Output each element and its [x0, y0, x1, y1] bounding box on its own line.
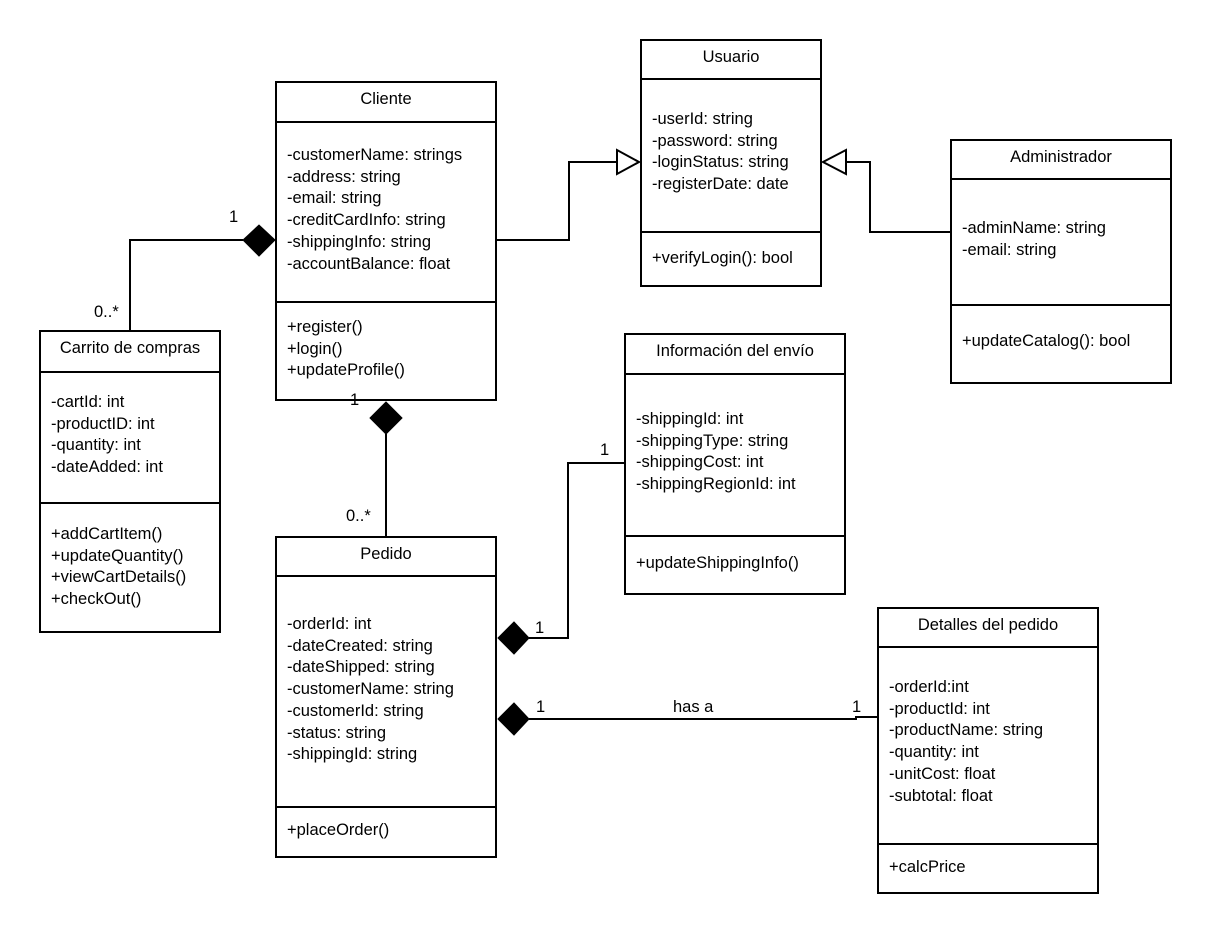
operation: +checkOut() — [51, 590, 142, 609]
operation: +login() — [287, 339, 343, 358]
operation: +addCartItem() — [51, 525, 163, 543]
class-carrito-de-compras: Carrito de compras -cartId: int -product… — [39, 330, 221, 633]
composition-diamond-cliente-pedido — [369, 401, 403, 435]
attribute: -address: string — [287, 167, 401, 186]
attribute: -shippingType: string — [636, 431, 789, 450]
attribute: -dateAdded: int — [51, 458, 163, 477]
attribute: -dateCreated: string — [287, 636, 433, 655]
generalization-line-admin — [846, 161, 950, 233]
attribute: -shippingId: int — [636, 410, 744, 428]
attributes-compartment: -adminName: string -email: string — [952, 180, 1170, 306]
attribute: -productId: int — [889, 699, 990, 718]
class-name: Información del envío — [626, 335, 844, 375]
attributes-compartment: -userId: string -password: string -login… — [642, 80, 820, 233]
attribute: -accountBalance: float — [287, 254, 451, 273]
operation: +placeOrder() — [287, 821, 390, 839]
attribute: -quantity: int — [51, 436, 141, 455]
attribute: -orderId: int — [287, 615, 372, 633]
class-name: Carrito de compras — [41, 332, 219, 373]
operations-compartment: +verifyLogin(): bool — [642, 233, 820, 285]
attribute: -creditCardInfo: string — [287, 211, 446, 230]
class-name: Pedido — [277, 538, 495, 577]
association-label-has-a: has a — [673, 698, 714, 716]
attribute: -shippingId: string — [287, 745, 418, 764]
operation: +viewCartDetails() — [51, 568, 187, 587]
multiplicity-cliente-pedido-part: 0..* — [346, 507, 371, 525]
multiplicity-pedido-detalles-part: 1 — [852, 698, 862, 716]
class-detalles-del-pedido: Detalles del pedido -orderId:int -produc… — [877, 607, 1099, 894]
attribute: -shippingInfo: string — [287, 232, 431, 251]
composition-line-cliente-carrito — [129, 239, 243, 330]
class-pedido: Pedido -orderId: int -dateCreated: strin… — [275, 536, 497, 858]
operation: +updateShippingInfo() — [636, 554, 799, 572]
attribute: -adminName: string — [962, 219, 1106, 237]
operation: +updateQuantity() — [51, 546, 184, 565]
multiplicity-pedido-envio-part: 1 — [600, 441, 610, 459]
attributes-compartment: -customerName: strings -address: string … — [277, 123, 495, 303]
operations-compartment: +addCartItem() +updateQuantity() +viewCa… — [41, 504, 219, 631]
class-cliente: Cliente -customerName: strings -address:… — [275, 81, 497, 401]
generalization-line-cliente — [497, 161, 617, 241]
multiplicity-cliente-carrito-whole: 1 — [229, 208, 239, 226]
composition-diamond-pedido-detalles — [497, 702, 530, 736]
attributes-compartment: -orderId:int -productId: int -productNam… — [879, 648, 1097, 845]
multiplicity-cliente-pedido-whole: 1 — [350, 391, 360, 409]
attribute: -customerName: string — [287, 680, 454, 699]
operations-compartment: +updateCatalog(): bool — [952, 306, 1170, 382]
class-informacion-del-envio: Información del envío -shippingId: int -… — [624, 333, 846, 595]
attribute: -password: string — [652, 131, 778, 150]
operations-compartment: +updateShippingInfo() — [626, 537, 844, 593]
attribute: -productID: int — [51, 414, 155, 433]
operation: +calcPrice — [889, 858, 966, 876]
operations-compartment: +calcPrice — [879, 845, 1097, 892]
attribute: -registerDate: date — [652, 175, 789, 194]
attribute: -orderId:int — [889, 678, 969, 696]
attribute: -status: string — [287, 723, 387, 742]
attribute: -productName: string — [889, 721, 1044, 740]
class-name: Usuario — [642, 41, 820, 80]
generalization-arrowhead-admin — [820, 148, 847, 176]
attribute: -email: string — [962, 240, 1057, 259]
operations-compartment: +placeOrder() — [277, 808, 495, 856]
attribute: -subtotal: float — [889, 786, 993, 805]
operations-compartment: +register() +login() +updateProfile() — [277, 303, 495, 399]
attributes-compartment: -cartId: int -productID: int -quantity: … — [41, 373, 219, 504]
composition-diamond-pedido-envio — [497, 621, 530, 655]
attributes-compartment: -shippingId: int -shippingType: string -… — [626, 375, 844, 537]
class-name: Administrador — [952, 141, 1170, 180]
class-usuario: Usuario -userId: string -password: strin… — [640, 39, 822, 287]
multiplicity-cliente-carrito-part: 0..* — [94, 303, 119, 321]
operation: +verifyLogin(): bool — [652, 249, 793, 267]
attribute: -customerId: string — [287, 701, 424, 720]
composition-diamond-cliente-carrito — [242, 224, 276, 257]
attribute: -email: string — [287, 189, 382, 208]
attribute: -dateShipped: string — [287, 658, 435, 677]
generalization-arrowhead-cliente — [616, 148, 642, 176]
attribute: -loginStatus: string — [652, 153, 789, 172]
attribute: -customerName: strings — [287, 146, 463, 164]
attribute: -cartId: int — [51, 393, 125, 411]
composition-line-pedido-detalles — [529, 716, 877, 720]
attribute: -shippingCost: int — [636, 453, 764, 472]
attributes-compartment: -orderId: int -dateCreated: string -date… — [277, 577, 495, 808]
multiplicity-pedido-detalles-whole: 1 — [536, 698, 546, 716]
attribute: -userId: string — [652, 110, 753, 128]
attribute: -unitCost: float — [889, 764, 996, 783]
class-administrador: Administrador -adminName: string -email:… — [950, 139, 1172, 384]
composition-line-pedido-envio — [529, 462, 624, 639]
operation: +updateProfile() — [287, 361, 405, 380]
attribute: -shippingRegionId: int — [636, 475, 796, 494]
multiplicity-pedido-envio-whole: 1 — [535, 619, 545, 637]
attribute: -quantity: int — [889, 743, 979, 762]
operation: +register() — [287, 318, 363, 336]
class-name: Detalles del pedido — [879, 609, 1097, 648]
class-name: Cliente — [277, 83, 495, 123]
operation: +updateCatalog(): bool — [962, 332, 1131, 350]
